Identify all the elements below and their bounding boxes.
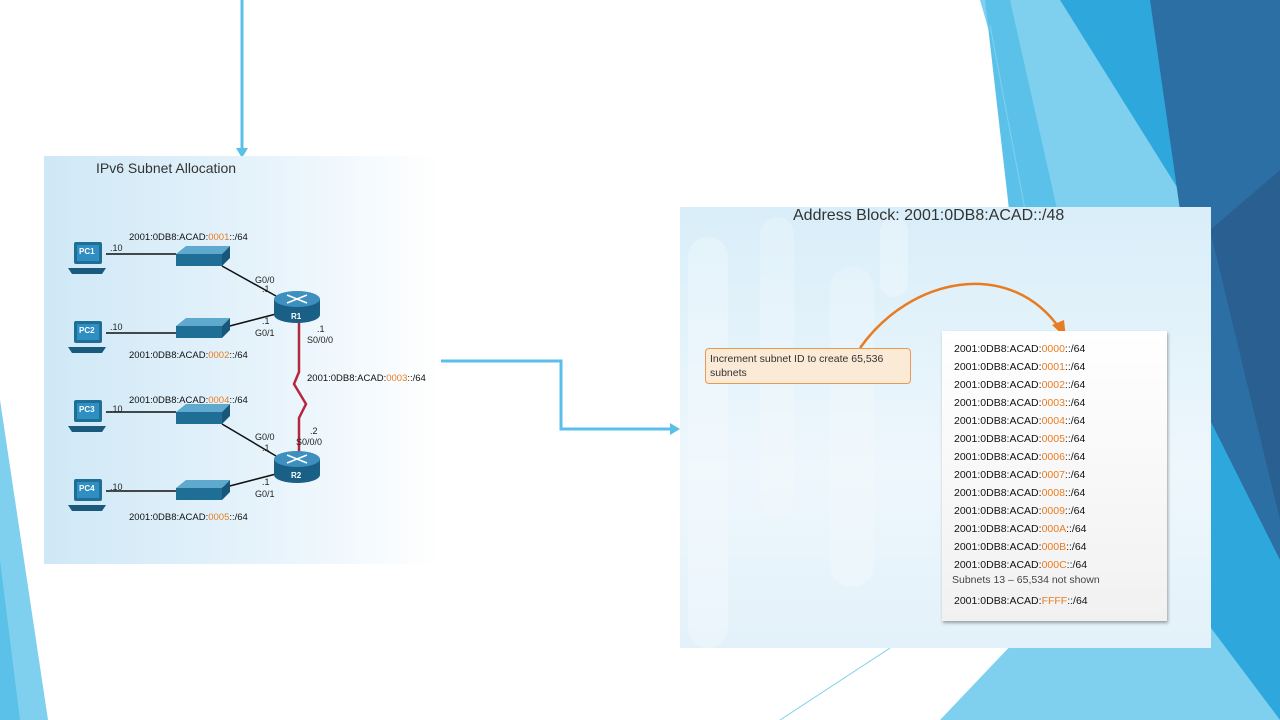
- subnet-row: 2001:0DB8:ACAD:0001::/64: [954, 361, 1086, 373]
- r2-g01-label: G0/1: [255, 489, 275, 499]
- switch3-icon: [176, 404, 230, 424]
- pc3-host-id: .10: [110, 404, 123, 414]
- arrow-left-to-right-diagram: [441, 359, 680, 435]
- r1-g01-ip: .1: [262, 316, 270, 326]
- r2-g01-ip: .1: [262, 477, 270, 487]
- link-switch3-r2: [221, 423, 277, 457]
- subnet-list-box: 2001:0DB8:ACAD:0000::/64 2001:0DB8:ACAD:…: [942, 331, 1167, 621]
- address-block-panel: Address Block: 2001:0DB8:ACAD::/48 Incre…: [680, 207, 1211, 648]
- subnet-row: 2001:0DB8:ACAD:000C::/64: [954, 559, 1088, 571]
- pc3-label: PC3: [79, 405, 95, 414]
- subnet-row: 2001:0DB8:ACAD:0000::/64: [954, 343, 1086, 355]
- link-switch1-r1: [221, 265, 277, 297]
- switch4-icon: [176, 480, 230, 500]
- subnet-row: 2001:0DB8:ACAD:000B::/64: [954, 541, 1087, 553]
- pc3-icon: [68, 400, 106, 432]
- subnet-label-0002: 2001:0DB8:ACAD:0002::/64: [129, 350, 248, 361]
- r1-s000-ip: .1: [317, 324, 325, 334]
- r1-s000-label: S0/0/0: [307, 335, 334, 345]
- r1-g00-label: G0/0: [255, 275, 275, 285]
- bg-shape-dark-right2: [1210, 170, 1280, 520]
- router-r2-label: R2: [291, 471, 302, 480]
- r1-g01-label: G0/1: [255, 328, 275, 338]
- pc2-label: PC2: [79, 326, 95, 335]
- arrow-top-to-left-diagram: [236, 0, 248, 158]
- link-switch4-r2: [221, 473, 277, 489]
- subnet-row-last: 2001:0DB8:ACAD:FFFF::/64: [954, 595, 1088, 607]
- r2-g00-label: G0/0: [255, 432, 275, 442]
- router-r2-icon: [274, 451, 320, 483]
- r1-g00-ip: .1: [262, 284, 270, 294]
- router-r1-label: R1: [291, 312, 302, 321]
- subnet-label-0005: 2001:0DB8:ACAD:0005::/64: [129, 512, 248, 523]
- bg-shape-left-bottom2: [0, 560, 20, 720]
- right-diagram-title: Address Block: 2001:0DB8:ACAD::/48: [793, 207, 1065, 224]
- r2-s000-label: S0/0/0: [296, 437, 323, 447]
- subnet-row: 2001:0DB8:ACAD:0003::/64: [954, 397, 1086, 409]
- bg-shape-left-bottom: [0, 400, 48, 720]
- pc4-host-id: .10: [110, 482, 123, 492]
- pc4-label: PC4: [79, 484, 95, 493]
- link-switch2-r1: [221, 313, 277, 329]
- pc1-label: PC1: [79, 247, 95, 256]
- subnet-row: 2001:0DB8:ACAD:0004::/64: [954, 415, 1086, 427]
- subnet-label-0003: 2001:0DB8:ACAD:0003::/64: [307, 373, 426, 384]
- increment-arrow: [858, 282, 1062, 349]
- subnet-label-0004: 2001:0DB8:ACAD:0004::/64: [129, 395, 248, 406]
- subnet-row: 2001:0DB8:ACAD:0005::/64: [954, 433, 1086, 445]
- pc1-icon: [68, 242, 106, 274]
- subnet-row: 2001:0DB8:ACAD:0009::/64: [954, 505, 1086, 517]
- bg-thin-line: [989, 24, 1026, 211]
- pc2-host-id: .10: [110, 322, 123, 332]
- subnets-not-shown-note: Subnets 13 – 65,534 not shown: [952, 574, 1100, 586]
- topology-drawing: [68, 242, 320, 511]
- subnet-row: 2001:0DB8:ACAD:0007::/64: [954, 469, 1086, 481]
- subnet-row: 2001:0DB8:ACAD:000A::/64: [954, 523, 1087, 535]
- switch2-icon: [176, 318, 230, 338]
- pc1-host-id: .10: [110, 243, 123, 253]
- subnet-row: 2001:0DB8:ACAD:0006::/64: [954, 451, 1086, 463]
- bg-shape-dark-right: [1150, 0, 1280, 560]
- bg-thin-line2: [779, 647, 891, 720]
- serial-link-r1-r2: [292, 318, 308, 452]
- switch1-icon: [176, 246, 230, 266]
- r2-s000-ip: .2: [310, 426, 318, 436]
- increment-callout: Increment subnet ID to create 65,536 sub…: [705, 348, 911, 384]
- subnet-label-0001: 2001:0DB8:ACAD:0001::/64: [129, 232, 248, 243]
- r2-g00-ip: .1: [262, 443, 270, 453]
- subnet-row: 2001:0DB8:ACAD:0008::/64: [954, 487, 1086, 499]
- router-r1-icon: [274, 291, 320, 323]
- pc2-icon: [68, 321, 106, 353]
- subnet-row: 2001:0DB8:ACAD:0002::/64: [954, 379, 1086, 391]
- ipv6-subnet-allocation-panel: IPv6 Subnet Allocation: [44, 156, 440, 564]
- left-diagram-title: IPv6 Subnet Allocation: [96, 160, 237, 176]
- pc4-icon: [68, 479, 106, 511]
